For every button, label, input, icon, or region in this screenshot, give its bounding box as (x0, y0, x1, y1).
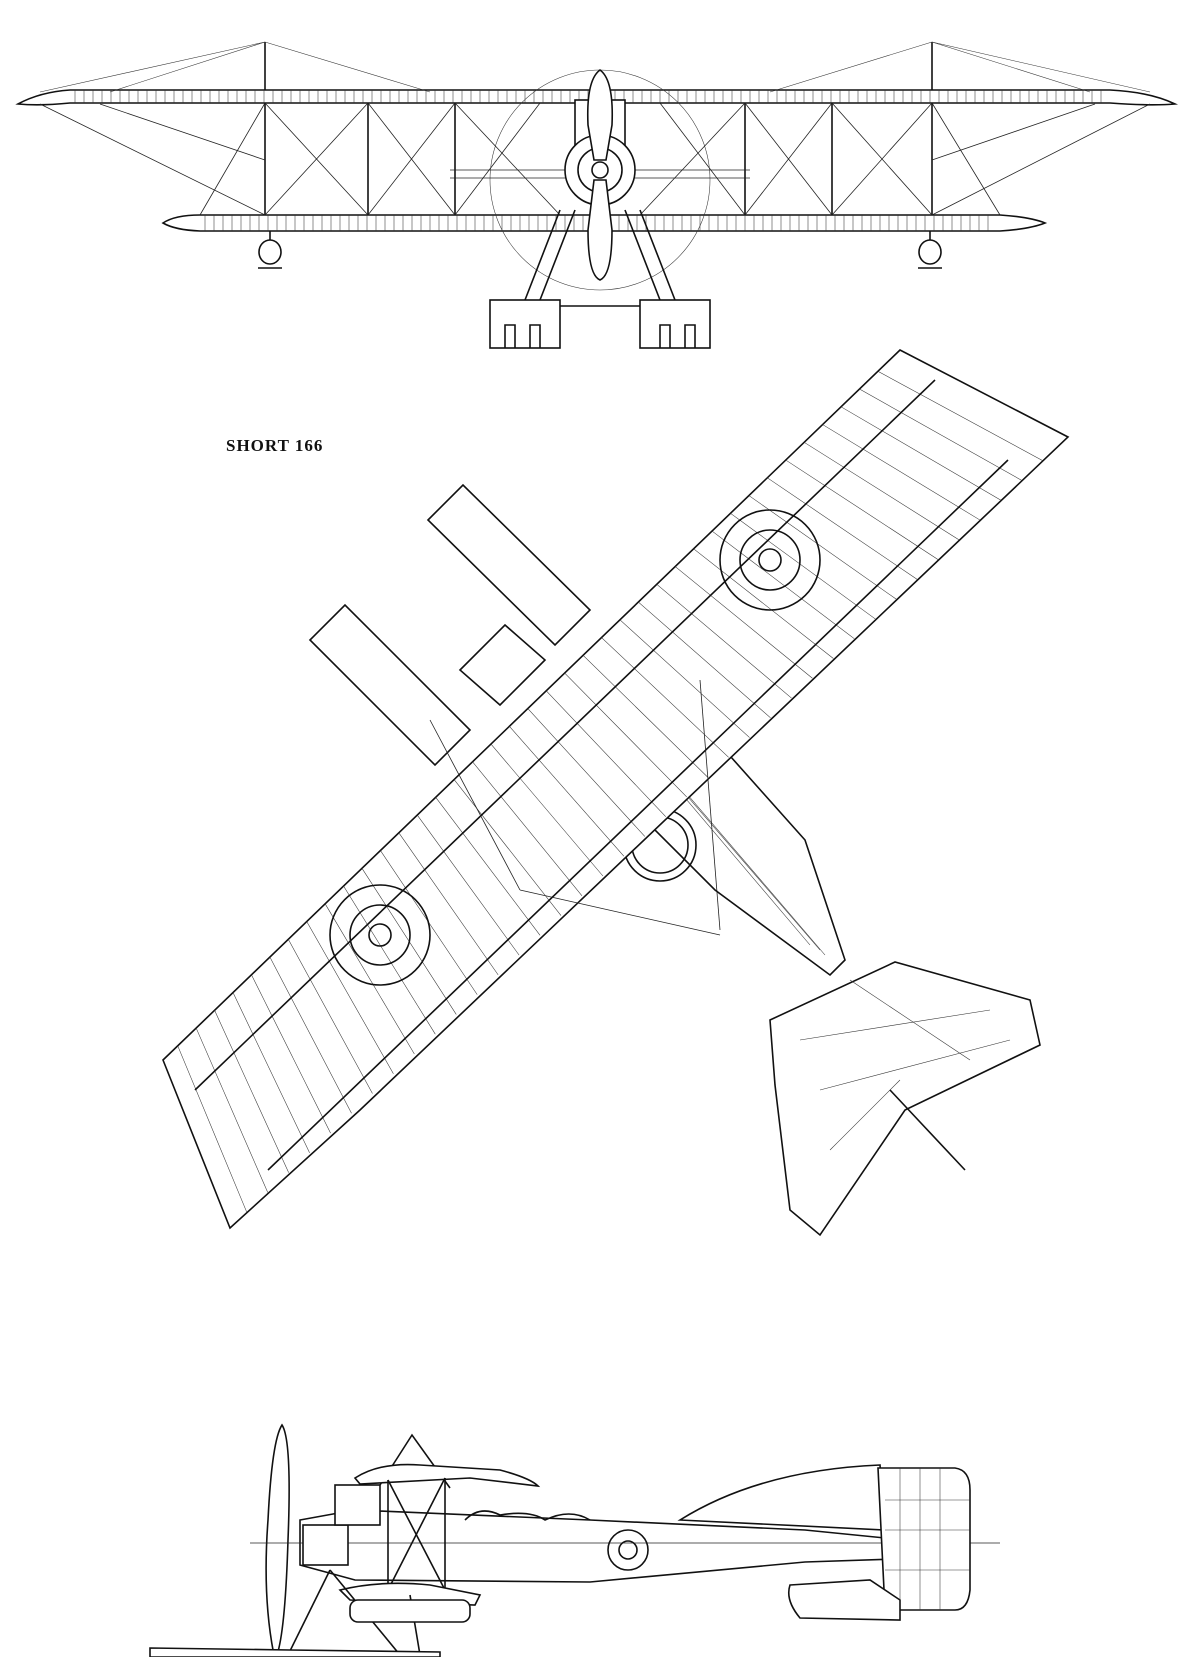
plan-main-wing (162, 349, 1070, 1230)
front-view (15, 41, 1179, 349)
front-right-float (639, 299, 711, 349)
plan-float-right (426, 483, 592, 647)
side-propeller (265, 1423, 290, 1657)
side-radiator (334, 1484, 381, 1526)
side-view (149, 1423, 1000, 1657)
side-roundel (607, 1529, 649, 1571)
side-cockpits (464, 1510, 591, 1521)
plan-roundel-right (719, 509, 821, 611)
front-lower-wing (161, 214, 1048, 232)
side-upper-wing (353, 1463, 541, 1488)
front-left-float (489, 299, 561, 349)
propeller-hub (591, 161, 609, 179)
side-rudder (877, 1467, 971, 1611)
plan-wing-spar-front (194, 379, 936, 1091)
front-lower-wing-ribs (204, 215, 989, 231)
side-fuel-tank (349, 1599, 471, 1623)
front-float-struts (524, 209, 676, 301)
plan-wing-spar-rear (267, 459, 1009, 1171)
plan-tailplane (769, 961, 1041, 1237)
front-upper-wing (15, 89, 1179, 106)
side-engine (302, 1524, 349, 1566)
plan-view (162, 349, 1070, 1237)
side-tail-float (787, 1579, 901, 1621)
front-overwing-bracing (39, 41, 1151, 93)
propeller-blade-upper (586, 69, 614, 161)
side-fin (677, 1464, 886, 1531)
plan-roundel-left (329, 884, 431, 986)
front-wingtip-floats (258, 231, 942, 269)
front-interplane-struts (264, 103, 933, 215)
plan-engine-cowl (458, 623, 547, 707)
side-main-float (149, 1647, 441, 1657)
plan-float-left (308, 603, 472, 767)
propeller-blade-lower (587, 179, 613, 281)
plan-wing-ribs (177, 371, 1043, 1213)
front-bracing-wires (39, 102, 1151, 216)
plan-rudder-edge (889, 1089, 966, 1171)
aircraft-title: SHORT 166 (226, 436, 324, 455)
